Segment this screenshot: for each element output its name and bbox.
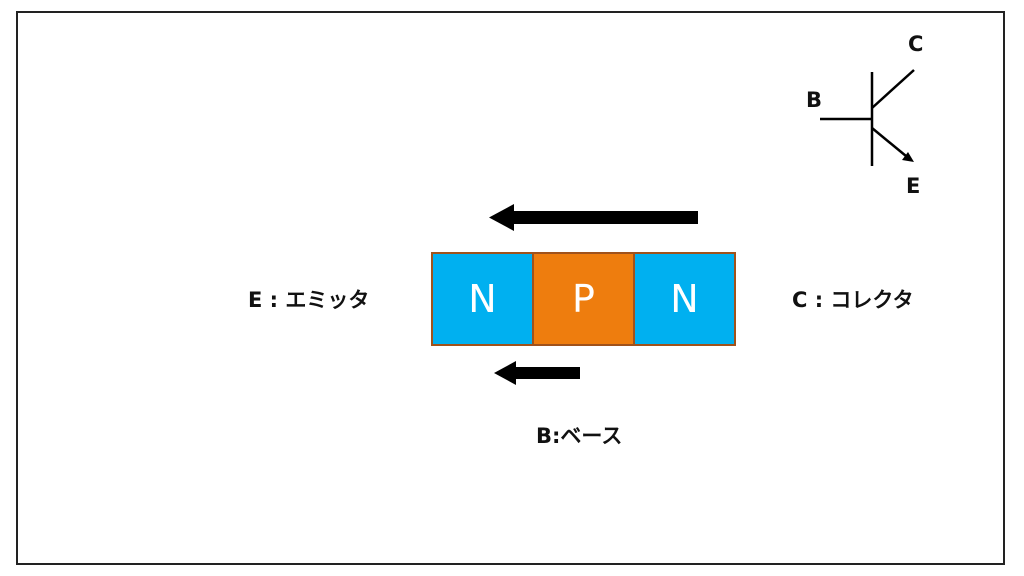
- n-region-emitter-block: N: [431, 252, 534, 346]
- top-left-arrow-icon: [489, 204, 698, 231]
- symbol-base-label: B: [806, 88, 823, 112]
- collector-lead: [871, 69, 915, 109]
- emitter-arrowhead: [902, 152, 914, 162]
- collector-label: C : コレクタ: [792, 288, 914, 312]
- p-region-base-block: P: [532, 252, 635, 346]
- block-label: P: [572, 277, 595, 321]
- symbol-emitter-label: E: [906, 174, 921, 198]
- symbol-collector-label: C: [908, 32, 924, 56]
- block-label: N: [670, 277, 699, 321]
- bottom-left-arrow-icon: [494, 361, 580, 385]
- diagram-frame: [16, 11, 1005, 565]
- n-region-collector-block: N: [633, 252, 736, 346]
- emitter-lead: [871, 127, 907, 157]
- block-label: N: [468, 277, 497, 321]
- emitter-label: E : エミッタ: [248, 288, 370, 312]
- base-label: B:ベース: [536, 424, 623, 448]
